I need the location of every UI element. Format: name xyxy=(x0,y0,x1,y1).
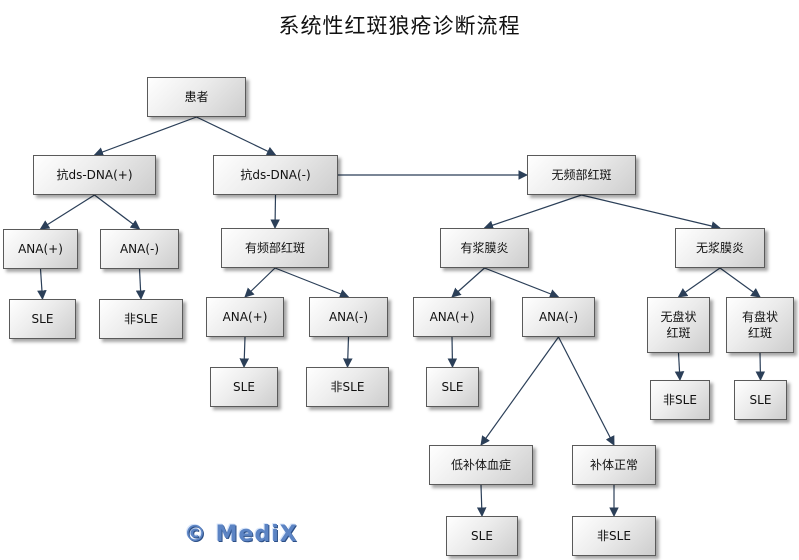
node-non-sle-4: 非SLE xyxy=(572,516,656,556)
node-ana-positive-2: ANA(+) xyxy=(206,297,284,337)
node-no-discoid-rash: 无盘状 红斑 xyxy=(647,297,710,353)
node-anti-dsdna-positive: 抗ds-DNA(+) xyxy=(33,155,156,195)
node-no-malar-rash: 无频部红斑 xyxy=(527,155,636,195)
connector-ana_pos_3-to-sle_3 xyxy=(447,336,458,368)
node-anti-dsdna-negative: 抗ds-DNA(-) xyxy=(213,155,338,195)
node-non-sle-2: 非SLE xyxy=(306,367,389,407)
connector-serositis-to-ana_pos_3 xyxy=(451,267,485,298)
connector-malar_rash-to-ana_pos_2 xyxy=(244,267,276,298)
page-title: 系统性红斑狼疮诊断流程 xyxy=(278,14,521,38)
node-ana-negative-2: ANA(-) xyxy=(309,297,388,337)
node-discoid-rash: 有盘状 红斑 xyxy=(726,297,794,353)
node-low-complement: 低补体血症 xyxy=(429,445,533,485)
node-ana-positive-3: ANA(+) xyxy=(413,297,491,337)
connector-ana_neg_2-to-non_sle_2 xyxy=(342,336,353,368)
node-sle-3: SLE xyxy=(426,367,479,407)
node-normal-complement: 补体正常 xyxy=(572,445,656,485)
node-sle-4: SLE xyxy=(734,380,787,420)
node-sle-1: SLE xyxy=(9,299,76,339)
node-ana-negative-3: ANA(-) xyxy=(522,297,595,337)
connector-no_serositis-to-discoid xyxy=(719,267,761,298)
connector-ana_neg_3-to-normal_complement xyxy=(557,336,615,446)
node-malar-rash: 有频部红斑 xyxy=(221,228,329,268)
node-non-sle-1: 非SLE xyxy=(99,299,183,339)
node-serositis: 有浆膜炎 xyxy=(440,228,529,268)
connector-anti_dsdna_neg-to-malar_rash xyxy=(270,194,280,229)
connector-patient-to-anti_dsdna_neg xyxy=(196,116,277,156)
connector-no_serositis-to-no_discoid xyxy=(677,267,721,298)
connector-anti_dsdna_pos-to-ana_neg_1 xyxy=(94,194,141,230)
connector-anti_dsdna_pos-to-ana_pos_1 xyxy=(39,194,95,230)
connector-low_complement-to-sle_5 xyxy=(476,484,487,517)
connector-ana_pos_2-to-sle_2 xyxy=(239,336,250,368)
node-sle-5: SLE xyxy=(446,516,518,556)
connector-serositis-to-ana_neg_3 xyxy=(484,267,560,299)
connector-no_malar_rash-to-no_serositis xyxy=(581,194,721,231)
node-ana-positive-1: ANA(+) xyxy=(3,229,78,269)
connector-ana_neg_3-to-low_complement xyxy=(480,336,559,446)
connector-malar_rash-to-ana_neg_2 xyxy=(274,267,350,299)
node-no-serositis: 无浆膜炎 xyxy=(675,228,765,268)
node-patient: 患者 xyxy=(147,77,246,117)
node-sle-2: SLE xyxy=(210,367,278,407)
node-ana-negative-1: ANA(-) xyxy=(100,229,179,269)
connector-discoid-to-sle_4 xyxy=(755,352,766,381)
connector-patient-to-anti_dsdna_pos xyxy=(93,116,197,157)
connector-no_malar_rash-to-serositis xyxy=(483,194,582,230)
medix-watermark-logo: © MediX xyxy=(184,522,298,547)
connector-ana_pos_1-to-sle_1 xyxy=(37,268,47,300)
node-non-sle-3: 非SLE xyxy=(650,380,710,420)
connector-no_discoid-to-non_sle_3 xyxy=(674,352,685,381)
connector-ana_neg_1-to-non_sle_1 xyxy=(135,268,146,300)
